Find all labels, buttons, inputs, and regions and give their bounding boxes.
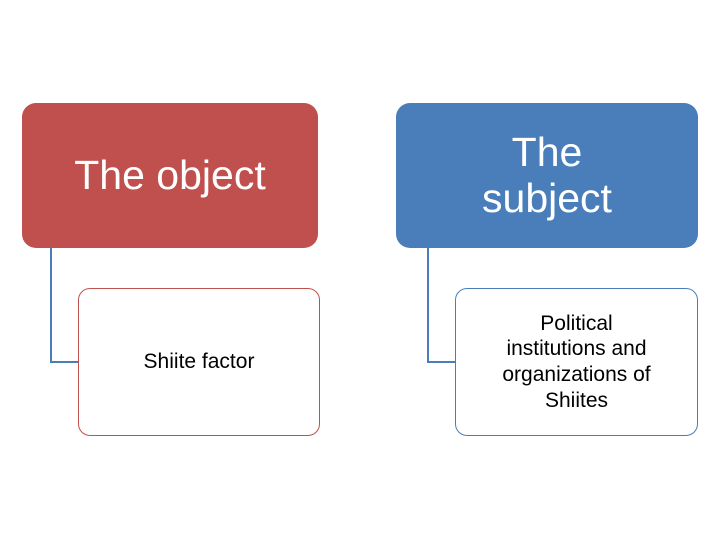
- connector-vertical-segment: [427, 248, 429, 362]
- connector-horizontal-segment: [50, 361, 79, 363]
- node-shiite-factor: Shiite factor: [78, 288, 320, 436]
- node-political-institutions: Political institutions and organizations…: [455, 288, 698, 436]
- connector-horizontal-segment: [427, 361, 456, 363]
- connector-vertical-segment: [50, 248, 52, 362]
- node-the-subject: The subject: [396, 103, 698, 248]
- node-the-object: The object: [22, 103, 318, 248]
